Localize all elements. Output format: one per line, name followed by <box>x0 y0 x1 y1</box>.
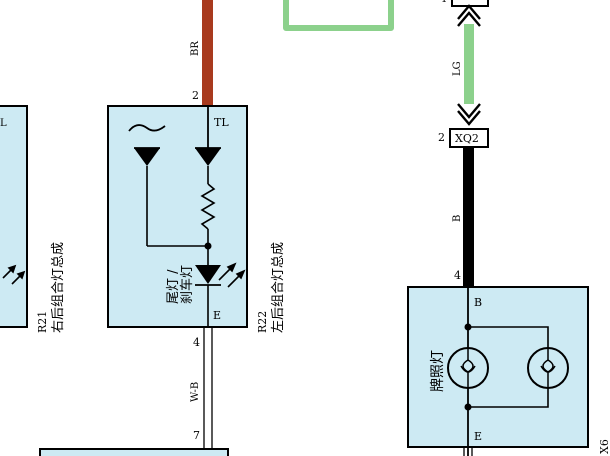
top-connector-pin: 1 <box>441 0 447 5</box>
top-connector-box <box>451 0 489 7</box>
bulb-icon <box>527 347 569 389</box>
r22-box <box>107 105 248 328</box>
r21-light-arrows <box>2 264 26 285</box>
resistor <box>200 183 216 230</box>
r22-pin-top: 2 <box>192 89 199 102</box>
xq2-pin: 2 <box>438 131 445 144</box>
x6-label: 牌照灯 <box>429 350 446 392</box>
bulb-icon <box>447 347 489 389</box>
top-chevrons-icon <box>457 4 481 27</box>
r21-name: 右后组合灯总成 <box>51 242 66 333</box>
x6-assembly: B 牌照灯 E X6 <box>407 286 610 456</box>
r22-lower-pin: 7 <box>193 429 200 442</box>
lamp-label-1: 尾灯 / <box>166 269 181 304</box>
r22-terminal-e: E <box>213 309 221 322</box>
wire-b-label: B <box>452 215 463 222</box>
x6-junction-top <box>464 323 472 331</box>
r21-pin-label: L <box>0 118 7 129</box>
connector-xq2: 1 LG XQ2 2 B 4 <box>438 0 489 287</box>
r22-assembly: BR 2 TL <box>39 0 286 456</box>
wire-lg <box>464 24 474 104</box>
diode-right <box>195 147 221 184</box>
wire-b <box>463 147 474 287</box>
junction-dot <box>204 242 212 250</box>
tilde-symbol <box>128 124 166 132</box>
x6-code: X6 <box>598 439 610 454</box>
x6-terminal-e: E <box>474 430 482 443</box>
lower-box-edge <box>39 448 229 456</box>
wire-br-label: BR <box>190 41 201 56</box>
led-lamp <box>195 262 246 327</box>
r21-box <box>0 105 28 328</box>
r22-terminal-tl: TL <box>214 116 229 129</box>
r22-code: R22 <box>256 311 269 333</box>
r21-code: R21 <box>36 311 49 333</box>
r22-pin-bottom: 4 <box>193 336 200 349</box>
diode-left <box>134 147 208 247</box>
green-frame <box>283 0 394 31</box>
x6-junction-bottom <box>464 403 472 411</box>
led-light-arrows <box>218 262 246 288</box>
wire-wb-label: W-B <box>190 382 201 402</box>
r22-name: 左后组合灯总成 <box>271 242 286 333</box>
r21-assembly: L R21 右后组合灯总成 <box>0 105 66 333</box>
lamp-label-2: 刹车灯 <box>179 265 195 304</box>
wire-br <box>202 0 213 106</box>
wire-wb <box>203 327 213 456</box>
x6-terminal-b: B <box>474 296 482 309</box>
xq2-lower-pin: 4 <box>454 269 461 282</box>
bottom-chevrons-icon <box>457 103 481 126</box>
xq2-name: XQ2 <box>455 132 479 145</box>
wire-lg-label: LG <box>452 61 463 76</box>
